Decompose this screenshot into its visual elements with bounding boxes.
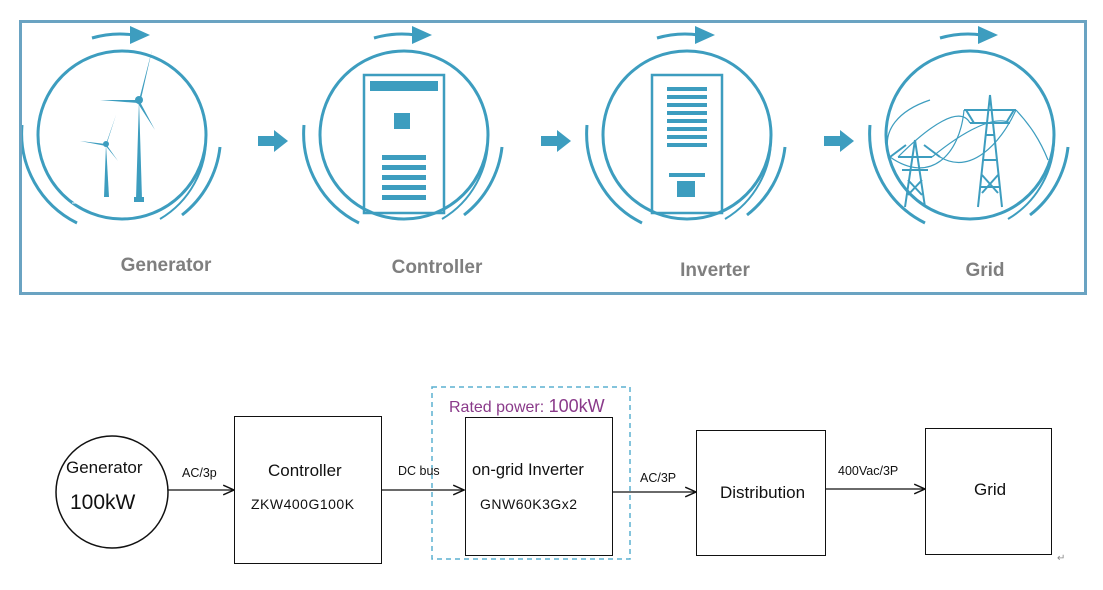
grid-name: Grid (974, 480, 1007, 499)
inverter-model: GNW60K3Gx2 (480, 496, 578, 512)
inverter-stage-icon (585, 24, 787, 225)
process-flow-panel: Generator Controller Inverter Grid (19, 20, 1087, 295)
generator-node (55, 435, 169, 549)
distribution-name: Distribution (720, 483, 806, 502)
controller-stage-icon (302, 24, 504, 225)
edge-label-ac3p-out: AC/3P (640, 471, 677, 485)
wind-turbine-icon (72, 50, 167, 204)
power-transmission-tower-icon (886, 94, 1049, 208)
edge-label-ac3p: AC/3p (182, 466, 217, 480)
inverter-block (465, 417, 613, 556)
return-mark: ↵ (1057, 553, 1066, 564)
stage-label-generator: Generator (120, 255, 212, 276)
inverter-name: on-grid Inverter (472, 461, 584, 479)
rated-power-value: 100kW (548, 396, 605, 416)
generator-stage-icon (22, 24, 222, 225)
edge-label-400vac: 400Vac/3P (838, 464, 899, 478)
rated-power-label-text: Rated power: (449, 399, 545, 416)
grid-block (925, 428, 1052, 555)
stage-label-controller: Controller (391, 257, 483, 278)
inverter-cabinet-icon (650, 73, 724, 215)
stage-label-grid: Grid (965, 260, 1005, 281)
process-flow-graphic (22, 24, 1070, 225)
controller-model: ZKW400G100K (251, 496, 355, 512)
distribution-block (696, 430, 826, 556)
rated-power-label: Rated power: 100kW (449, 396, 605, 417)
rated-power-dashed-box (431, 386, 631, 560)
generator-power: 100kW (70, 491, 136, 514)
stage-label-inverter: Inverter (680, 260, 750, 281)
generator-name: Generator (66, 458, 143, 477)
grid-stage-icon (868, 24, 1070, 225)
controller-name: Controller (268, 461, 342, 480)
controller-block (234, 416, 382, 564)
edge-label-dc-bus: DC bus (398, 464, 440, 478)
controller-cabinet-icon (362, 73, 446, 215)
